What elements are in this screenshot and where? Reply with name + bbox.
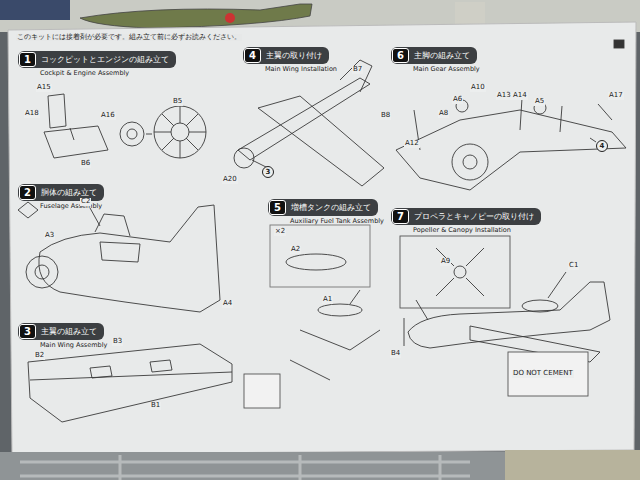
part-number: A2: [290, 246, 301, 254]
part-number: A12: [404, 140, 420, 148]
step-number: 6: [392, 48, 409, 63]
step-title-jp: プロペラとキャノピーの取り付け: [414, 211, 534, 222]
step-header: 6 主脚の組み立て Main Gear Assembly: [391, 44, 480, 73]
step-number: 3: [19, 324, 36, 339]
step-band: 1 コックピットとエンジンの組み立て: [18, 51, 176, 68]
step-title-jp: コックピットとエンジンの組み立て: [41, 54, 169, 65]
part-number: B6: [80, 160, 91, 168]
step-header: 3 主翼の組み立て Main Wing Assembly: [18, 320, 107, 349]
part-number: B2: [34, 352, 45, 360]
step-header: 4 主翼の取り付け Main Wing Installation: [243, 44, 337, 73]
step-title-en: Main Wing Installation: [265, 65, 337, 73]
part-number: A1: [322, 296, 333, 304]
step-title-jp: 増槽タンクの組み立て: [291, 202, 371, 213]
step-number: 1: [19, 52, 36, 67]
part-number: DO NOT CEMENT: [512, 370, 574, 378]
part-number: A18: [24, 110, 40, 118]
step-band: 5 増槽タンクの組み立て: [268, 199, 378, 216]
step-reference: 4: [596, 140, 608, 152]
note-text: このキットには接着剤が必要です。組み立て前に必ずお読みください。: [16, 34, 242, 41]
part-number: B5: [172, 98, 183, 106]
step-title-en: Auxiliary Fuel Tank Assembly: [290, 217, 384, 225]
step-number: 4: [244, 48, 261, 63]
step-title-jp: 胴体の組み立て: [41, 187, 97, 198]
step-band: 7 プロペラとキャノピーの取り付け: [391, 208, 541, 225]
part-number: B8: [380, 112, 391, 120]
step-title-en: Main Wing Assembly: [40, 341, 107, 349]
step-title-en: Fuselage Assembly: [40, 202, 104, 210]
part-number: A15: [36, 84, 52, 92]
step-number: 5: [269, 200, 286, 215]
step-header: 1 コックピットとエンジンの組み立て Cockpit & Engine Assemb…: [18, 48, 176, 77]
part-number: A14: [512, 92, 528, 100]
step-title-jp: 主脚の組み立て: [414, 50, 470, 61]
step-band: 6 主脚の組み立て: [391, 47, 477, 64]
step-title-jp: 主翼の組み立て: [41, 326, 97, 337]
part-number: A3: [44, 232, 55, 240]
part-number: C1: [568, 262, 579, 270]
part-number: B4: [390, 350, 401, 358]
step-reference: 3: [262, 166, 274, 178]
step-band: 3 主翼の組み立て: [18, 323, 104, 340]
part-number: A4: [222, 300, 233, 308]
part-number: A8: [438, 110, 449, 118]
step-title-jp: 主翼の取り付け: [266, 50, 322, 61]
part-number: A20: [222, 176, 238, 184]
part-number: ×2: [274, 228, 286, 236]
step-number: 7: [392, 209, 409, 224]
part-number: A6: [452, 96, 463, 104]
step-title-en: Popeller & Canopy Installation: [413, 226, 541, 234]
part-number: B1: [150, 402, 161, 410]
step-band: 4 主翼の取り付け: [243, 47, 329, 64]
step-header: 5 増槽タンクの組み立て Auxiliary Fuel Tank Assembly: [268, 196, 384, 225]
part-number: A9: [440, 258, 451, 266]
part-number: A17: [608, 92, 624, 100]
step-number: 2: [19, 185, 36, 200]
part-number: A13: [496, 92, 512, 100]
step-title-en: Main Gear Assembly: [413, 65, 480, 73]
part-number: A16: [100, 112, 116, 120]
part-number: B3: [112, 338, 123, 346]
part-number: A5: [534, 98, 545, 106]
part-number: A10: [470, 84, 486, 92]
part-number: B7: [352, 66, 363, 74]
part-number: C2: [80, 198, 91, 206]
step-header: 7 プロペラとキャノピーの取り付け Popeller & Canopy Instal…: [391, 205, 541, 234]
step-title-en: Cockpit & Engine Assembly: [40, 69, 176, 77]
